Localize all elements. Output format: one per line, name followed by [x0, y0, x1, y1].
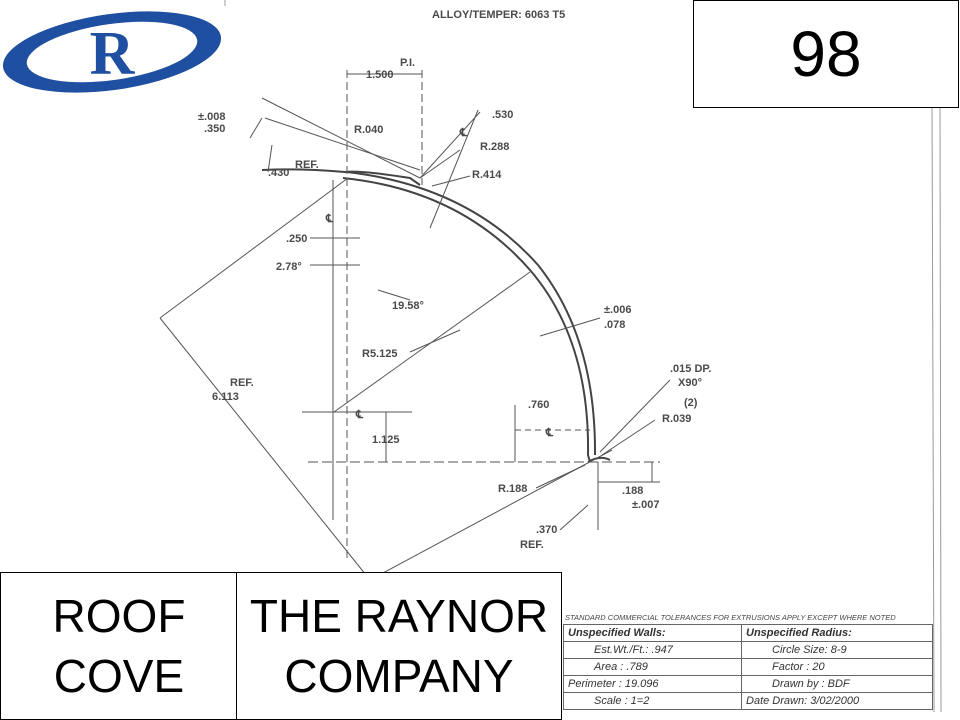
dim-006: ±.006	[604, 304, 631, 316]
r288-label: R.288	[480, 141, 509, 153]
centerline-middle: ℄	[355, 409, 364, 421]
date-drawn: Date Drawn: 3/02/2000	[741, 692, 933, 710]
dim-430: .430	[268, 167, 289, 179]
r5125-label: R5.125	[362, 348, 397, 360]
dim-1125: 1.125	[372, 434, 400, 446]
scale: Scale : 1=2	[562, 692, 743, 710]
dim-250: .250	[286, 233, 307, 245]
raynor-logo: R	[2, 11, 222, 93]
tolerance-note: STANDARD COMMERCIAL TOLERANCES FOR EXTRU…	[565, 613, 896, 622]
centerline-top: ℄	[459, 127, 468, 139]
logo-letter: R	[90, 20, 136, 88]
unspecified-radius: Unspecified Radius:	[741, 624, 933, 642]
drawn-by: Drawn by : BDF	[741, 675, 933, 693]
circle-size: Circle Size: 8-9	[741, 641, 933, 659]
company-name: THE RAYNOR COMPANY	[236, 572, 562, 720]
unspecified-walls: Unspecified Walls:	[562, 624, 743, 642]
ref-bottom-label: REF.	[520, 539, 544, 551]
r414-label: R.414	[472, 169, 502, 181]
ref-top-label: REF.	[295, 159, 319, 171]
dim-188: .188	[622, 485, 643, 497]
angle-1958: 19.58°	[392, 300, 424, 312]
dim-078: .078	[604, 319, 625, 331]
angle-278: 2.78°	[276, 261, 302, 273]
dimension-labels: P.I. 1.500 ±.008 .350 R.040 .530 ℄ R.288…	[198, 57, 711, 551]
construction-lines	[159, 70, 671, 581]
dim-6113: 6.113	[212, 391, 239, 403]
company-name-line-2: COMPANY	[284, 650, 514, 702]
dim-007: ±.007	[632, 499, 659, 511]
dim-two: (2)	[684, 397, 698, 409]
dim-015-dp: .015 DP.	[670, 363, 711, 375]
part-name-line-2: COVE	[53, 650, 185, 702]
centerline-upper: ℄	[325, 213, 334, 225]
company-name-line-1: THE RAYNOR	[249, 590, 549, 642]
ref-left-label: REF.	[230, 377, 254, 389]
dim-1500: 1.500	[366, 69, 394, 81]
dim-008: ±.008	[198, 111, 225, 123]
r039-label: R.039	[662, 413, 691, 425]
factor: Factor : 20	[741, 658, 933, 676]
title-block: Unspecified Walls: Unspecified Radius: E…	[562, 624, 933, 710]
page-number: 98	[693, 0, 959, 108]
dim-350: .350	[204, 123, 225, 135]
part-name-line-1: ROOF	[52, 590, 186, 642]
est-weight: Est.Wt./Ft.: .947	[562, 641, 743, 659]
dim-370: .370	[536, 524, 557, 536]
r188-label: R.188	[498, 483, 527, 495]
perimeter: Perimeter : 19.096	[562, 675, 743, 693]
r040-label: R.040	[354, 124, 383, 136]
x90-label: X90°	[678, 377, 702, 389]
dim-530: .530	[492, 109, 513, 121]
area: Area : .789	[562, 658, 743, 676]
part-name: ROOF COVE	[0, 572, 238, 720]
alloy-temper-label: ALLOY/TEMPER: 6063 T5	[432, 9, 565, 21]
dim-760: .760	[528, 399, 549, 411]
pi-label: P.I.	[400, 57, 415, 69]
centerline-right: ℄	[545, 427, 554, 439]
profile-outline	[261, 168, 611, 463]
sheet-border	[224, 0, 942, 713]
